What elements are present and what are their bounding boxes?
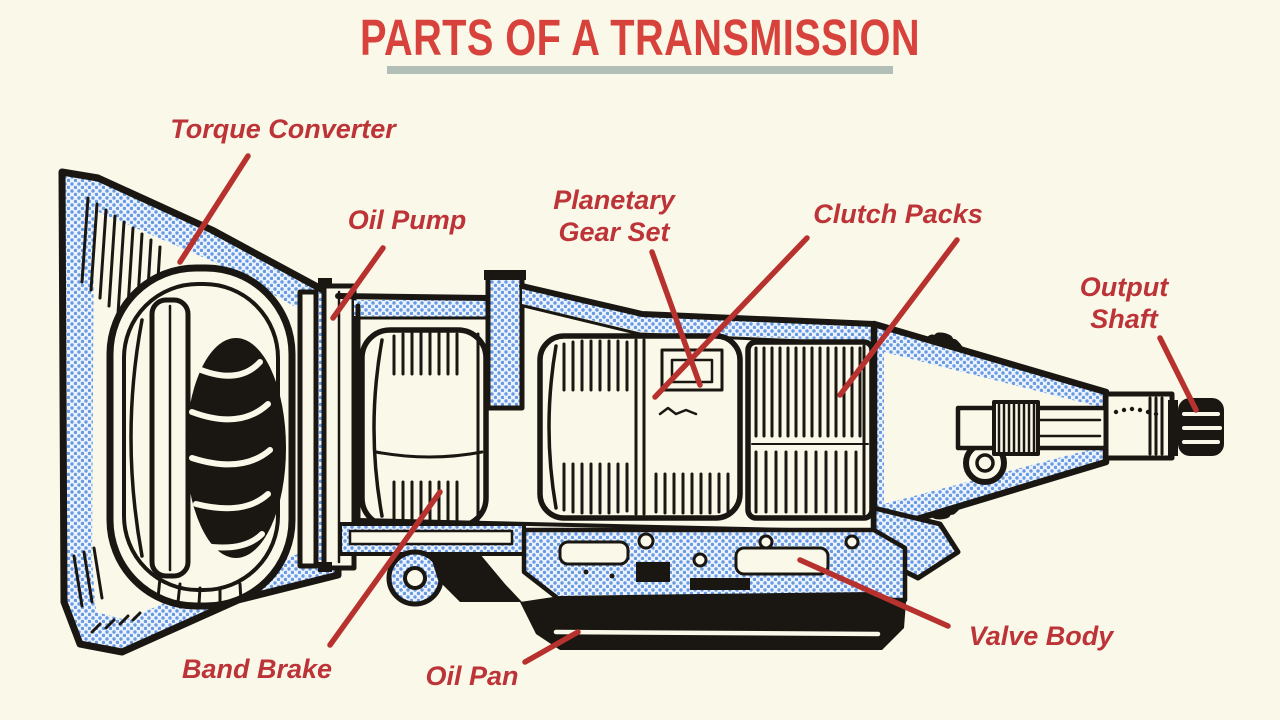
title-block: PARTS OF A TRANSMISSION (0, 12, 1280, 74)
leader-band-brake (327, 489, 443, 648)
clutch-packs-drawing (745, 339, 875, 521)
oil-pan-drawing (520, 592, 906, 650)
valve-body-drawing (338, 518, 908, 607)
leader-lines (177, 153, 1199, 665)
tail-housing-drawing (870, 320, 1110, 581)
leader-clutch-packs-left (652, 235, 810, 400)
leader-oil-pan (522, 629, 581, 665)
title-underline (387, 66, 893, 74)
torque-converter-drawing (106, 264, 296, 610)
leader-planetary-gear-set (649, 249, 703, 388)
oil-pump-drawing (297, 278, 357, 572)
leader-valve-body (797, 557, 951, 629)
leader-clutch-packs-right (837, 237, 960, 398)
leader-oil-pump (330, 245, 386, 321)
leader-output-shaft (1157, 335, 1199, 413)
output-shaft-drawing (955, 391, 1224, 461)
band-brake-drum-drawing (359, 327, 489, 529)
planetary-gear-set-drawing (537, 333, 743, 521)
leader-torque-converter (177, 153, 251, 265)
page-title: PARTS OF A TRANSMISSION (359, 9, 921, 66)
